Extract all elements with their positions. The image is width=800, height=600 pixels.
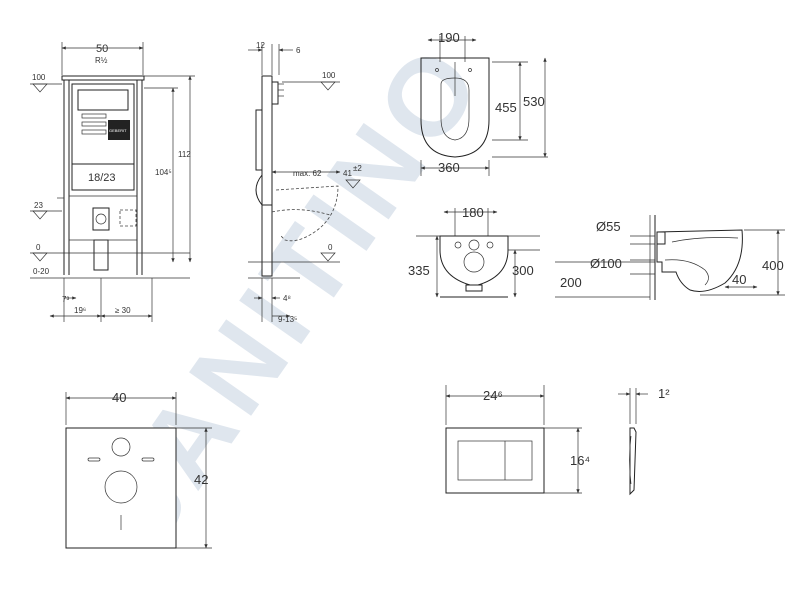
side-floor-label: 0 — [328, 243, 333, 252]
frame-inner-label: 18/23 — [88, 172, 116, 184]
bowl-front-height-floor-label: 200 — [560, 275, 582, 290]
frame-height-inner-label: 104⁵ — [155, 168, 172, 177]
bowl-side-height-label: 400 — [762, 258, 784, 273]
side-bottom-b-label: 9-13⁵ — [278, 315, 297, 324]
offset-b-label: 19⁶ — [74, 306, 86, 315]
sound-insulation-plate: 40 42 — [65, 390, 212, 549]
floor-range-label: 0-20 — [33, 267, 50, 276]
bowl-side-offset-label: 40 — [732, 272, 746, 287]
level-pipe-label: 23 — [34, 201, 43, 210]
frame-width-label: 50 — [96, 43, 108, 55]
bowl-top-depth-label: 530 — [523, 94, 545, 109]
plate-height-label: 42 — [194, 472, 208, 487]
plate-width-label: 40 — [112, 390, 126, 405]
bowl-top-depth-inner-label: 455 — [495, 100, 517, 115]
frame-connection-label: R½ — [95, 56, 108, 65]
button-depth-label: 1² — [658, 386, 670, 401]
bowl-front-height-right-label: 300 — [512, 263, 534, 278]
level-floor-label: 0 — [36, 243, 41, 252]
level-top-label: 100 — [32, 73, 46, 82]
brand-label: GEBERIT — [109, 128, 127, 133]
bowl-side-hole-small-label: Ø55 — [596, 219, 621, 234]
side-height-label: 41 — [343, 169, 352, 178]
button-width-label: 24⁶ — [483, 388, 503, 403]
side-top-b-label: 6 — [296, 46, 301, 55]
frame-front-view: 50 R½ GEBERIT 18/23 100 23 0 — [30, 42, 195, 322]
button-height-label: 16⁴ — [570, 453, 590, 468]
bowl-front-height-left-label: 335 — [408, 263, 430, 278]
bowl-front-view: 180 335 300 200 — [408, 205, 655, 298]
offset-c-label: ≥ 30 — [115, 306, 131, 315]
bowl-front-width-top-label: 180 — [462, 205, 484, 220]
side-top-a-label: 12 — [256, 41, 265, 50]
frame-height-total-label: 112 — [178, 150, 191, 159]
bowl-side-view: Ø55 Ø100 400 40 — [590, 215, 785, 300]
bowl-side-hole-large-label: Ø100 — [590, 256, 622, 271]
offset-a-label: 7³ — [62, 295, 69, 304]
bowl-top-width-top-label: 190 — [438, 30, 460, 45]
side-max-label: max. 62 — [293, 169, 322, 178]
bowl-top-view: 190 455 530 360 — [420, 30, 548, 176]
brand-logo — [108, 120, 130, 140]
flush-button: 24⁶ 16⁴ 1² — [445, 385, 670, 496]
bowl-top-width-label: 360 — [438, 160, 460, 175]
frame-side-view: 12 6 100 max. 62 41 ±2 0 4⁸ 9-13⁵ — [248, 41, 362, 324]
side-bottom-a-label: 4⁸ — [283, 294, 291, 303]
side-level-right-label: 100 — [322, 71, 336, 80]
side-tolerance-label: ±2 — [353, 164, 362, 173]
